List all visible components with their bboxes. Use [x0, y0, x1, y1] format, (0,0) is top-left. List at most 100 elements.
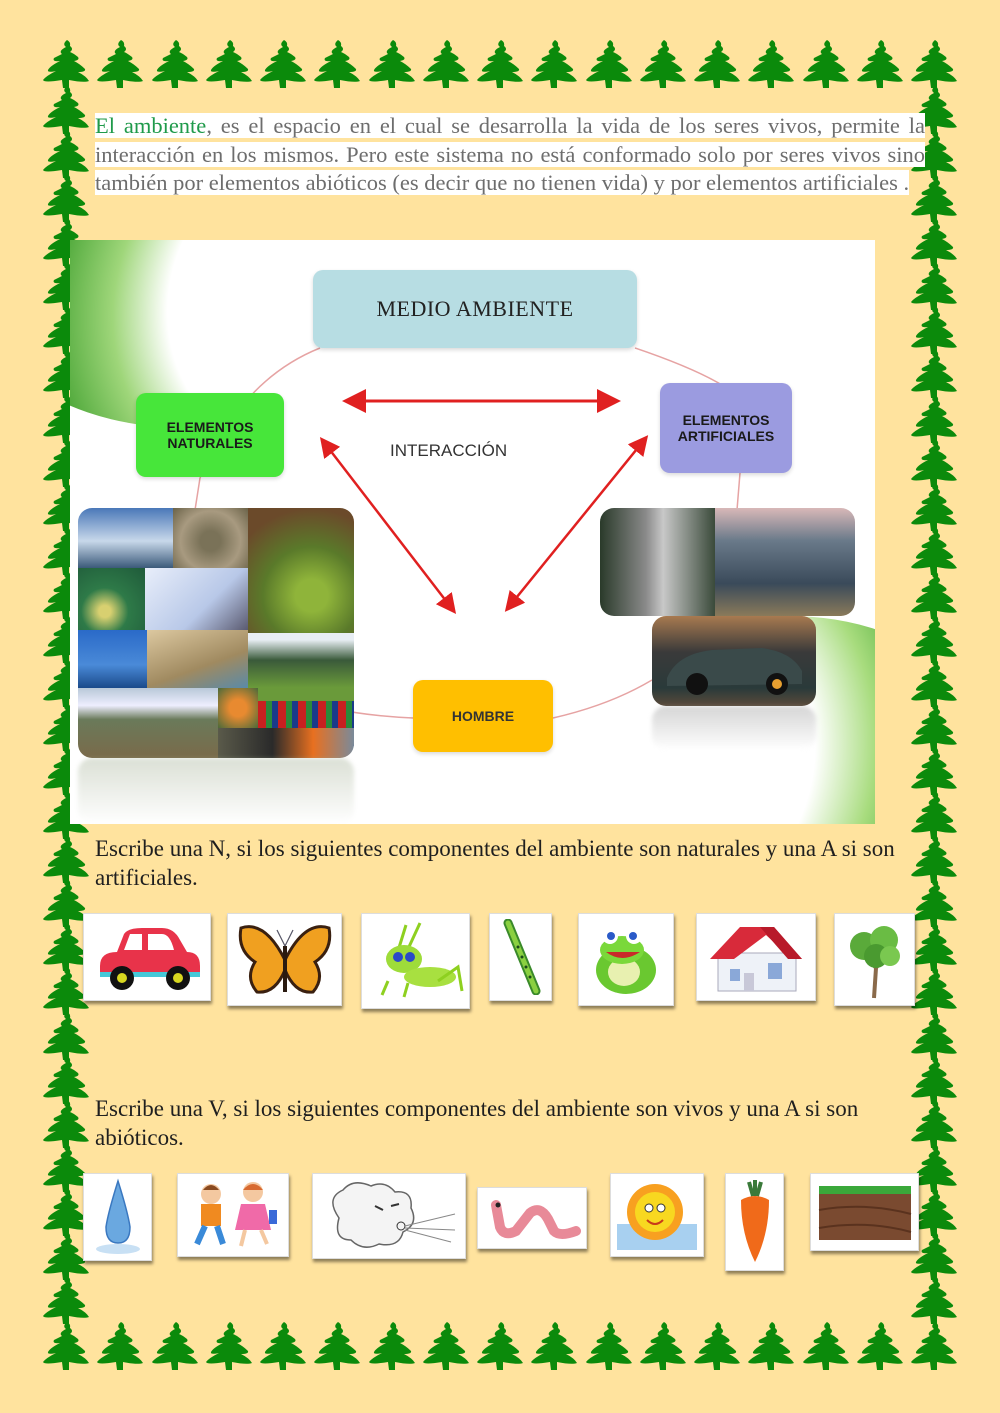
pine-tree-icon [40, 921, 92, 973]
pine-tree-icon [745, 1320, 797, 1372]
exercise2-instruction: Escribe una V, si los siguientes compone… [95, 1096, 859, 1150]
pine-tree-icon [94, 1320, 146, 1372]
elementos-naturales-label: ELEMENTOS NATURALES [166, 419, 254, 451]
exercise1-item-car[interactable] [83, 913, 211, 1001]
pine-tree-icon [40, 1186, 92, 1238]
exercise2-item-sun[interactable] [610, 1173, 704, 1257]
exercise2-item-water-drop[interactable] [83, 1173, 152, 1261]
pine-tree-icon [908, 525, 960, 577]
exercise2-item-worm[interactable] [477, 1187, 587, 1249]
pine-tree-icon [908, 921, 960, 973]
medio-ambiente-box: MEDIO AMBIENTE [313, 270, 637, 348]
pine-tree-icon [908, 437, 960, 489]
pine-tree-icon [366, 38, 418, 90]
pine-tree-icon [908, 1142, 960, 1194]
medio-ambiente-label: MEDIO AMBIENTE [376, 296, 574, 321]
pine-tree-icon [149, 1320, 201, 1372]
exercise1-item-butterfly[interactable] [227, 913, 342, 1006]
pine-tree-icon [908, 1010, 960, 1062]
hombre-box: HOMBRE [413, 680, 553, 752]
elementos-artificiales-box: ELEMENTOS ARTIFICIALES [660, 383, 792, 473]
pine-tree-icon [40, 38, 92, 90]
pine-tree-icon [420, 38, 472, 90]
pine-tree-icon [908, 613, 960, 665]
pine-tree-icon [40, 1274, 92, 1326]
pine-tree-icon [908, 569, 960, 621]
pine-tree-icon [583, 1320, 635, 1372]
pine-tree-icon [474, 1320, 526, 1372]
pine-tree-icon [420, 1320, 472, 1372]
pine-tree-icon [40, 1054, 92, 1106]
environment-diagram: MEDIO AMBIENTE ELEMENTOS NATURALES ELEME… [70, 240, 875, 824]
exercise1-item-flute[interactable] [489, 913, 552, 1001]
pine-tree-icon [40, 1320, 92, 1372]
pine-tree-icon [40, 1142, 92, 1194]
exercise1-item-grasshopper[interactable] [361, 913, 470, 1009]
pine-tree-icon [40, 1010, 92, 1062]
pine-tree-icon [908, 481, 960, 533]
pine-tree-icon [40, 965, 92, 1017]
pine-tree-icon [257, 38, 309, 90]
frog-icon [596, 927, 656, 994]
car-icon [100, 928, 200, 990]
pine-tree-icon [637, 38, 689, 90]
exercise1-item-frog[interactable] [578, 913, 674, 1006]
exercise2-item-children[interactable] [177, 1173, 289, 1257]
exercise2-item-wind[interactable] [312, 1173, 466, 1259]
pine-tree-icon [691, 1320, 743, 1372]
butterfly-icon [238, 924, 331, 994]
photo-snow-landscape [145, 568, 248, 630]
pine-tree-icon [691, 38, 743, 90]
collage-reflection [78, 758, 354, 824]
photo-condor [218, 688, 258, 728]
pine-tree-icon [474, 38, 526, 90]
pine-tree-icon [528, 38, 580, 90]
pine-tree-icon [311, 1320, 363, 1372]
exercise2-item-soil[interactable] [810, 1173, 919, 1251]
pine-tree-icon [908, 965, 960, 1017]
pine-tree-icon [40, 789, 92, 841]
pine-tree-icon [40, 877, 92, 929]
photo-coastal-rock [78, 630, 147, 688]
water-drop-icon [95, 1178, 140, 1254]
pine-tree-icon [908, 833, 960, 885]
pine-tree-icon [908, 1186, 960, 1238]
elementos-naturales-box: ELEMENTOS NATURALES [136, 393, 284, 477]
pine-tree-icon [908, 657, 960, 709]
pine-tree-icon [800, 1320, 852, 1372]
flute-icon [503, 919, 540, 995]
pine-tree-icon [908, 701, 960, 753]
photo-river-aerial [78, 568, 145, 630]
pine-tree-icon [908, 745, 960, 797]
pine-tree-icon [745, 38, 797, 90]
pine-tree-icon [908, 304, 960, 356]
grasshopper-icon [380, 922, 463, 998]
pine-tree-icon [583, 38, 635, 90]
photo-city-skyline [715, 508, 855, 616]
children-icon [194, 1182, 277, 1247]
photo-parrot [218, 728, 354, 758]
tree-icon [849, 925, 900, 998]
carrot-icon [740, 1180, 769, 1262]
interaccion-label: INTERACCIÓN [390, 441, 508, 460]
photo-mountains [78, 508, 173, 568]
photo-sports-car [652, 616, 816, 706]
pine-tree-icon [908, 393, 960, 445]
pine-tree-icon [203, 38, 255, 90]
pine-tree-icon [40, 1098, 92, 1150]
pine-tree-icon [908, 877, 960, 929]
soil-icon [818, 1186, 911, 1240]
pine-tree-icon [908, 1230, 960, 1282]
photo-jungle-foliage [248, 508, 354, 633]
exercise1-item-house[interactable] [696, 913, 816, 1001]
sun-icon [617, 1184, 697, 1250]
photo-arch-rocks [147, 630, 248, 688]
pine-tree-icon [40, 1230, 92, 1282]
hombre-label: HOMBRE [451, 708, 515, 724]
pine-tree-icon [854, 38, 906, 90]
pine-tree-icon [94, 38, 146, 90]
exercise2-item-carrot[interactable] [725, 1173, 784, 1271]
exercise1-item-tree[interactable] [834, 913, 915, 1006]
car-reflection [652, 706, 816, 750]
pine-tree-icon [800, 38, 852, 90]
